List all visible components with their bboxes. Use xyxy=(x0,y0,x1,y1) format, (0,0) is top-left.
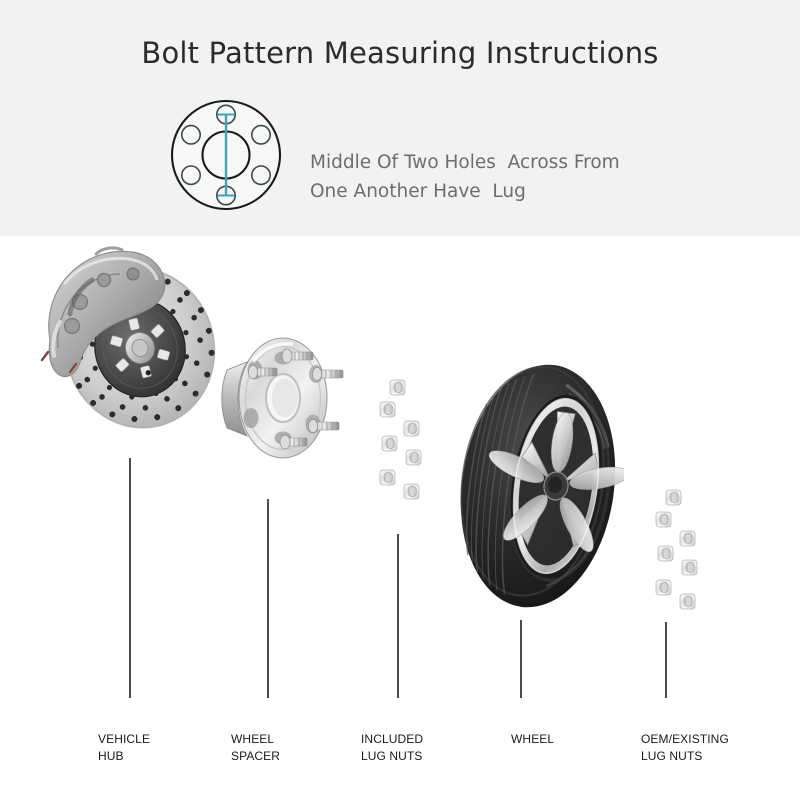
lug-nut xyxy=(679,593,696,610)
lug-nuts-cluster-icon xyxy=(379,379,422,500)
lug-nut xyxy=(403,483,420,500)
instruction-text: Middle Of Two Holes Across From One Anot… xyxy=(310,152,620,202)
bolt-hole-upper-right xyxy=(251,124,272,145)
lug-nut xyxy=(679,530,696,547)
lug-nut xyxy=(655,511,672,528)
part-wheel xyxy=(452,360,630,612)
lug-nut xyxy=(665,489,682,506)
label-wheel: WHEEL xyxy=(511,732,555,746)
part-wheel-spacer xyxy=(213,332,349,464)
lug-nut xyxy=(405,449,422,466)
bolt-hole-lower-right xyxy=(251,165,272,186)
lug-nut xyxy=(381,435,398,452)
lug-nuts-cluster-icon xyxy=(655,489,698,610)
part-oem-existing-lug-nuts xyxy=(652,484,710,619)
part-included-lug-nuts xyxy=(376,374,434,509)
label-vehicle-hub: VEHICLE HUB xyxy=(98,732,151,763)
wheel-spacer-icon xyxy=(221,337,344,459)
lug-nut xyxy=(657,545,674,562)
header-band: Bolt Pattern Measuring Instructions xyxy=(0,0,800,236)
lug-nut xyxy=(379,469,396,486)
spacer-studs xyxy=(248,348,344,450)
leader-line-wheel-spacer xyxy=(267,499,269,698)
leader-line-oem-lug-nuts xyxy=(665,622,667,698)
bolt-hole-lower-left xyxy=(181,165,201,186)
hub-diagram-svg xyxy=(170,99,282,211)
lug-nut xyxy=(681,559,698,576)
lug-nut xyxy=(389,379,406,396)
brake-caliper xyxy=(40,246,166,378)
part-vehicle-hub xyxy=(36,244,222,440)
label-oem-existing-lug-nuts: OEM/EXISTING LUG NUTS xyxy=(641,732,729,763)
leader-line-included-lug-nuts xyxy=(397,534,399,698)
page-title: Bolt Pattern Measuring Instructions xyxy=(141,36,659,70)
leader-line-vehicle-hub xyxy=(129,458,131,698)
leader-line-wheel xyxy=(520,620,522,698)
tire-alloy-wheel-icon xyxy=(460,364,630,608)
label-included-lug-nuts: INCLUDED LUG NUTS xyxy=(361,732,424,763)
bolt-pattern-diagram xyxy=(170,99,282,211)
lug-nut xyxy=(403,420,420,437)
lug-nut xyxy=(379,401,396,418)
parts-diagram-stage: VEHICLE HUB WHEEL SPACER INCLUDED LUG NU… xyxy=(0,236,800,800)
bolt-hole-upper-left xyxy=(181,124,201,145)
label-wheel-spacer: WHEEL SPACER xyxy=(231,732,281,763)
lug-nut xyxy=(655,579,672,596)
brake-rotor-caliper-icon xyxy=(40,246,216,429)
